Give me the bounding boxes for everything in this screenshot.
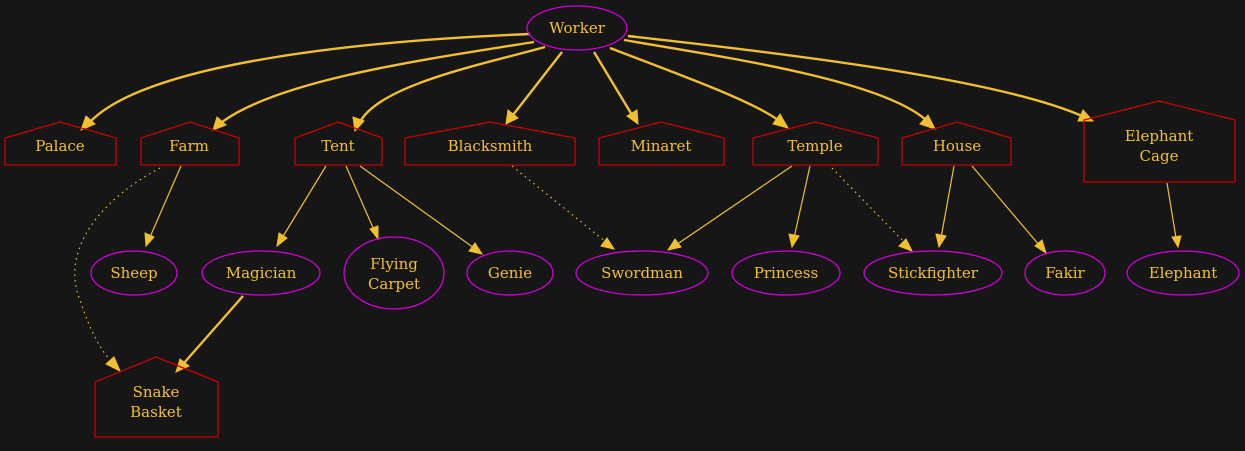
node-worker-label: Worker [549, 19, 606, 37]
node-sheep-shape [90, 250, 178, 296]
node-swordman: Swordman [575, 250, 709, 296]
node-blacksmith-shape [404, 121, 576, 166]
node-elephant: Elephant [1126, 250, 1240, 296]
node-fakir-shape [1024, 250, 1106, 296]
edge-blacksmith-swordman [511, 165, 616, 250]
node-snake-basket-label-line1: Snake [133, 383, 180, 401]
edge-tent-flying-carpet [345, 165, 379, 241]
node-farm-shape [140, 121, 240, 166]
node-snake-basket-shape [94, 356, 219, 438]
node-blacksmith: Blacksmith [404, 121, 576, 166]
node-elephant-label: Elephant [1149, 264, 1218, 282]
edge-tent-genie [359, 165, 484, 255]
node-house-shape [901, 121, 1012, 166]
nodes: Worker Palace Farm Tent Blacksmith Minar… [4, 5, 1240, 438]
node-stickfighter-shape [863, 250, 1003, 296]
edge-temple-princess [788, 165, 811, 249]
edge-worker-temple [609, 46, 790, 129]
node-minaret-label: Minaret [631, 137, 692, 155]
node-swordman-label: Swordman [601, 264, 683, 282]
edge-worker-palace [80, 32, 531, 131]
node-magician-label: Magician [226, 264, 297, 282]
edge-worker-house [623, 38, 936, 130]
node-palace: Palace [4, 121, 117, 166]
node-tent-shape [294, 121, 383, 166]
edge-house-stickfighter [935, 165, 955, 249]
node-stickfighter-label: Stickfighter [888, 264, 979, 282]
node-temple-shape [752, 121, 879, 166]
node-flying-carpet: Flying Carpet [343, 236, 445, 310]
node-house: House [901, 121, 1012, 166]
node-snake-basket: Snake Basket [94, 356, 219, 438]
node-princess-label: Princess [754, 264, 818, 282]
node-magician-shape [201, 250, 321, 296]
node-magician: Magician [201, 250, 321, 296]
edge-tent-magician [276, 165, 327, 248]
edge-worker-blacksmith [505, 51, 563, 125]
node-elephant-cage-label-line1: Elephant [1125, 127, 1194, 145]
node-elephant-cage-shape [1083, 100, 1236, 183]
node-elephant-cage: Elephant Cage [1083, 100, 1236, 183]
node-swordman-shape [575, 250, 709, 296]
edge-temple-stickfighter [831, 167, 914, 252]
node-blacksmith-label: Blacksmith [448, 137, 533, 155]
node-sheep-label: Sheep [110, 264, 157, 282]
node-genie-label: Genie [488, 264, 532, 282]
node-elephant-shape [1126, 250, 1240, 296]
edge-house-fakir [971, 165, 1047, 255]
edge-worker-tent [352, 45, 546, 133]
node-tent: Tent [294, 121, 383, 166]
node-elephant-cage-label-line2: Cage [1140, 147, 1179, 165]
node-flying-carpet-label-line2: Carpet [368, 275, 420, 293]
node-princess: Princess [731, 250, 841, 296]
node-temple: Temple [752, 121, 879, 166]
node-worker: Worker [526, 5, 628, 51]
node-sheep: Sheep [90, 250, 178, 296]
node-minaret: Minaret [598, 121, 725, 166]
node-flying-carpet-label-line1: Flying [370, 255, 418, 273]
node-palace-shape [4, 121, 117, 166]
node-house-label: House [933, 137, 981, 155]
node-temple-label: Temple [787, 137, 842, 155]
node-flying-carpet-shape [343, 236, 445, 310]
node-minaret-shape [598, 121, 725, 166]
node-farm-label: Farm [169, 137, 209, 155]
node-princess-shape [731, 250, 841, 296]
node-genie-shape [466, 250, 554, 296]
edge-farm-sheep [144, 165, 182, 248]
node-fakir-label: Fakir [1045, 264, 1085, 282]
node-stickfighter: Stickfighter [863, 250, 1003, 296]
node-palace-label: Palace [35, 137, 85, 155]
edge-worker-minaret [592, 51, 639, 126]
node-fakir: Fakir [1024, 250, 1106, 296]
node-worker-shape [526, 5, 628, 51]
edge-worker-farm [212, 40, 535, 131]
edge-temple-swordman [666, 165, 793, 251]
node-snake-basket-label-line2: Basket [130, 403, 182, 421]
node-genie: Genie [466, 250, 554, 296]
node-farm: Farm [140, 121, 240, 166]
edge-farm-snake-basket [74, 167, 161, 373]
node-tent-label: Tent [321, 137, 354, 155]
edge-elephant-cage-elephant [1166, 182, 1182, 249]
